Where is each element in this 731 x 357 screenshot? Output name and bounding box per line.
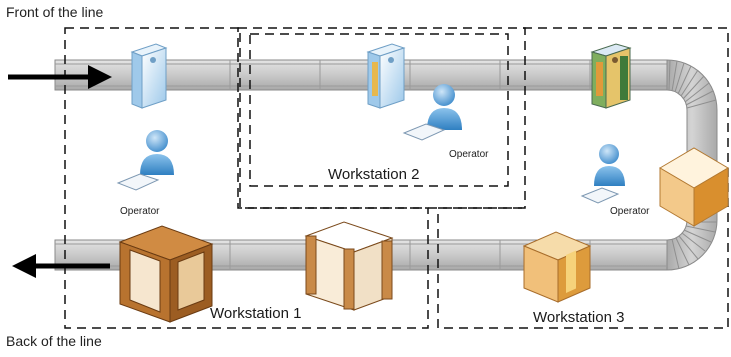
operator-icon [402, 84, 462, 141]
operator-1-label: Operator [120, 206, 160, 217]
front-of-line-label: Front of the line [6, 4, 104, 20]
flow-arrow-in-icon [8, 65, 112, 89]
operator-icon [580, 144, 625, 204]
workstation-2-boundary [237, 27, 526, 209]
box-icon [522, 231, 592, 303]
workstation-2-inner-boundary [249, 33, 509, 187]
workstation-boundaries [64, 27, 729, 329]
workstation-1-label: Workstation 1 [210, 305, 302, 322]
crate-icon [118, 225, 214, 323]
server-unit-icon [366, 43, 406, 109]
server-unit-icon [590, 43, 632, 109]
operator-2-label: Operator [449, 149, 489, 160]
crate-icon [304, 221, 394, 311]
workstation-3-boundary [437, 27, 729, 329]
server-unit-icon [130, 43, 168, 109]
workstation-3-label: Workstation 3 [533, 309, 625, 326]
workstation-2-label: Workstation 2 [328, 166, 420, 183]
flow-arrow-out-icon [12, 254, 110, 278]
operator-3-label: Operator [610, 206, 650, 217]
box-icon [659, 147, 729, 227]
back-of-line-label: Back of the line [6, 333, 102, 349]
operator-icon [116, 130, 174, 191]
